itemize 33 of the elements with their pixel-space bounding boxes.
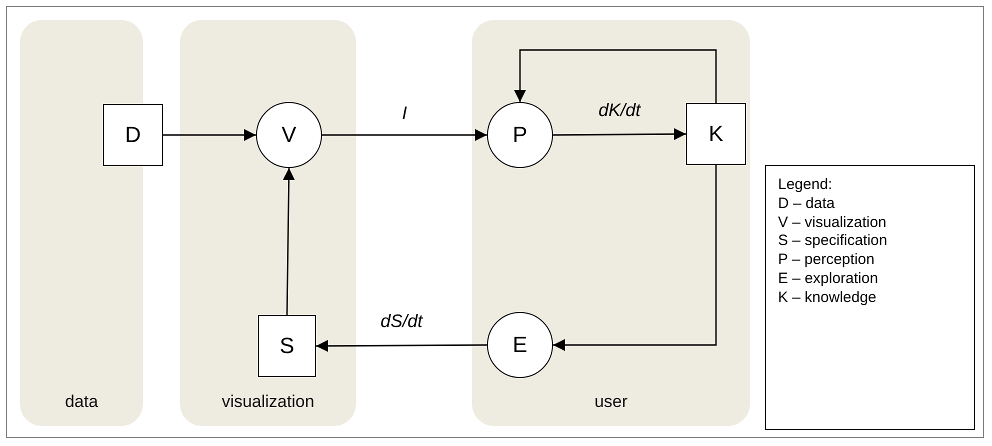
panel <box>472 20 750 426</box>
node-label: E <box>512 332 528 358</box>
legend-title: Legend: <box>778 176 834 195</box>
arrow <box>282 168 295 315</box>
edge-label: dS/dt <box>380 311 423 332</box>
square-node <box>258 315 316 377</box>
arrow <box>514 49 717 103</box>
panel-label: visualization <box>220 392 316 412</box>
edge-label: dK/dt <box>598 100 641 121</box>
node-label: V <box>282 122 296 148</box>
legend-entry: S – specification <box>778 232 888 251</box>
arrow <box>322 129 487 141</box>
node-label: S <box>280 333 294 359</box>
legend-box <box>765 165 975 430</box>
arrow <box>553 165 717 351</box>
node-label: D <box>125 122 141 148</box>
legend-entry: K – knowledge <box>778 288 878 308</box>
legend-entry: E – exploration <box>778 270 880 288</box>
square-node <box>686 103 746 165</box>
panel <box>180 20 356 426</box>
node-label: K <box>708 121 724 147</box>
legend-entry: V – visualization <box>778 214 888 232</box>
panel-label: data <box>64 392 100 412</box>
square-node <box>103 104 163 166</box>
arrow <box>163 129 256 141</box>
edge-label: I <box>402 102 408 124</box>
legend-entry: D – data <box>778 194 836 214</box>
legend-entry: P – perception <box>778 251 876 270</box>
node-label: P <box>512 122 528 148</box>
arrow <box>316 340 487 352</box>
arrow <box>553 128 686 140</box>
panel-label: user <box>593 392 629 412</box>
panel <box>20 20 143 426</box>
